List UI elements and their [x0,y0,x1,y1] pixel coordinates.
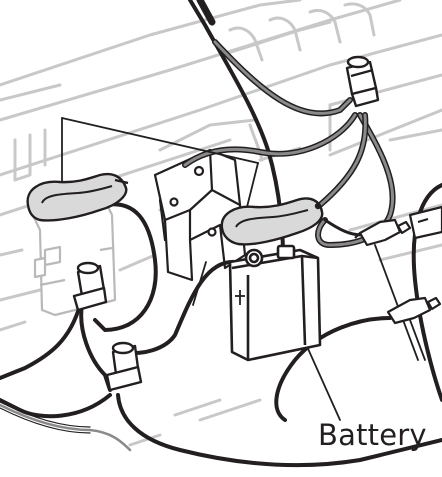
spade-connector-edge [408,205,442,240]
bracket [153,148,247,282]
snap-connector-right [220,197,324,246]
battery-label: Battery [318,418,427,452]
wire-nut-top [345,55,380,108]
snap-connector-left [26,172,129,222]
9v-battery [228,244,322,362]
wire-nut-left [72,261,108,312]
spade-connector-upper [354,218,412,247]
wire-nut-bottom [105,341,143,392]
spade-connector-lower [386,296,442,325]
